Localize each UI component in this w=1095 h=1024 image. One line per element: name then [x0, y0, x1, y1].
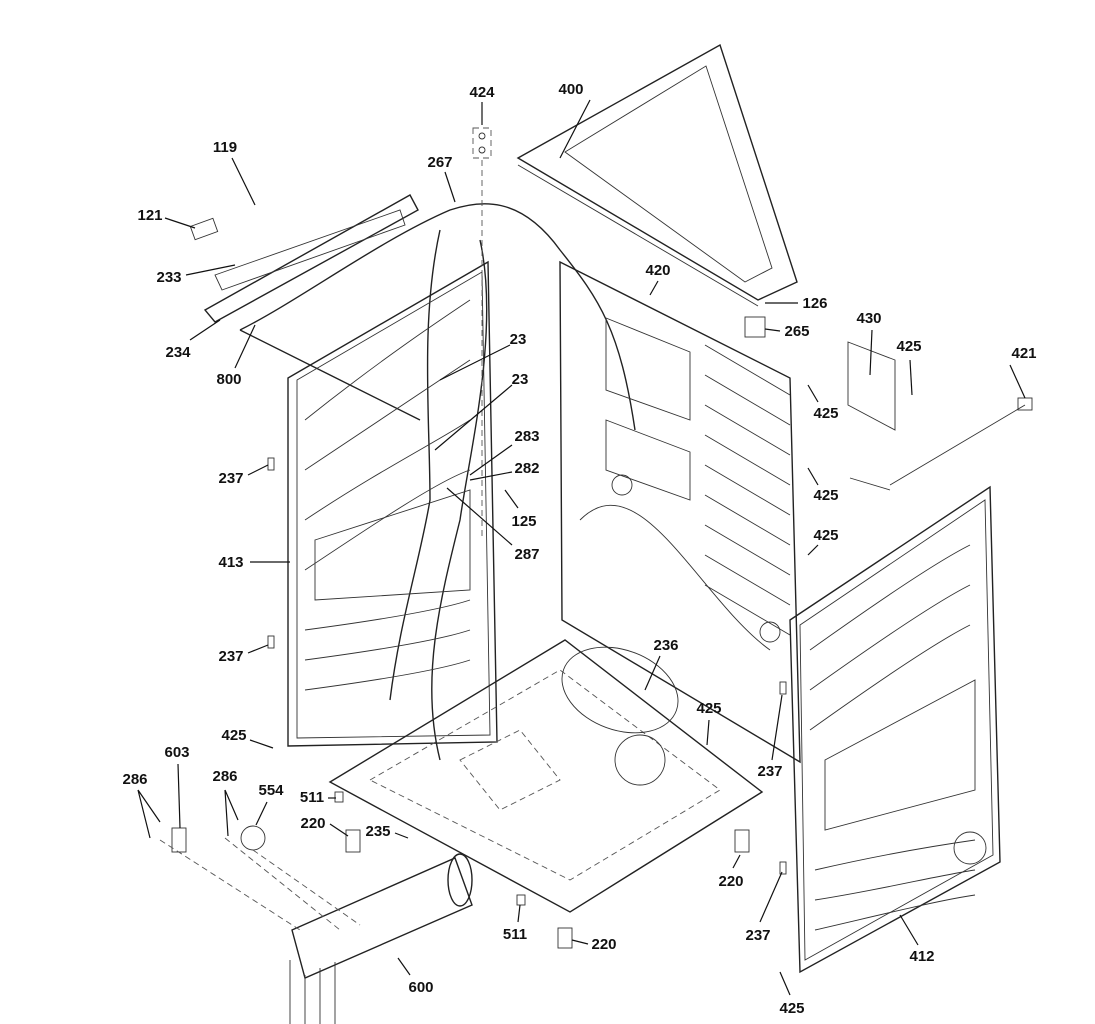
callout-283: 283	[514, 428, 539, 445]
callout-420: 420	[645, 262, 670, 279]
leader-lines	[137, 99, 1026, 996]
callout-425: 425	[221, 727, 246, 744]
callout-412: 412	[909, 948, 934, 965]
callout-126: 126	[802, 295, 827, 312]
callout-265: 265	[784, 323, 809, 340]
base-frame	[328, 639, 764, 913]
callout-421: 421	[1011, 345, 1036, 362]
callout-237: 237	[218, 470, 243, 487]
callout-267: 267	[427, 154, 452, 171]
duct-600	[289, 853, 473, 1024]
callout-800: 800	[216, 371, 241, 388]
callout-236: 236	[653, 637, 678, 654]
callout-603: 603	[164, 744, 189, 761]
callout-234: 234	[165, 344, 191, 361]
callout-237: 237	[218, 648, 243, 665]
callout-424: 424	[469, 84, 495, 101]
callout-125: 125	[511, 513, 536, 530]
callout-425: 425	[696, 700, 721, 717]
callout-220: 220	[718, 873, 743, 890]
callout-413: 413	[218, 554, 243, 571]
callout-425: 425	[896, 338, 921, 355]
callout-282: 282	[514, 460, 539, 477]
callout-425: 425	[779, 1000, 804, 1017]
callout-425: 425	[813, 405, 838, 422]
control-panel-234	[189, 194, 419, 323]
callout-425: 425	[813, 487, 838, 504]
callout-23: 23	[512, 371, 529, 388]
callout-220: 220	[300, 815, 325, 832]
callout-400: 400	[558, 81, 583, 98]
right-panel-412	[789, 485, 1001, 974]
callout-554: 554	[258, 782, 284, 799]
back-panel	[559, 260, 801, 764]
callout-287: 287	[514, 546, 539, 563]
callout-labels: 424 400 119 267 121 233 420 126 265 430 …	[122, 81, 1036, 1017]
callout-237: 237	[757, 763, 782, 780]
callout-233: 233	[156, 269, 181, 286]
callout-119: 119	[213, 139, 237, 156]
callout-23: 23	[510, 331, 527, 348]
top-panel-400	[516, 43, 798, 307]
callout-425: 425	[813, 527, 838, 544]
callout-286: 286	[122, 771, 147, 788]
callout-121: 121	[137, 207, 162, 224]
callout-235: 235	[365, 823, 390, 840]
callout-237: 237	[745, 927, 770, 944]
callout-220: 220	[591, 936, 616, 953]
callout-430: 430	[856, 310, 881, 327]
callout-511: 511	[300, 789, 324, 806]
callout-511: 511	[503, 926, 527, 943]
wire-harness-267	[239, 203, 636, 431]
callout-600: 600	[408, 979, 433, 996]
callout-286: 286	[212, 768, 237, 785]
small-parts	[159, 127, 1033, 949]
